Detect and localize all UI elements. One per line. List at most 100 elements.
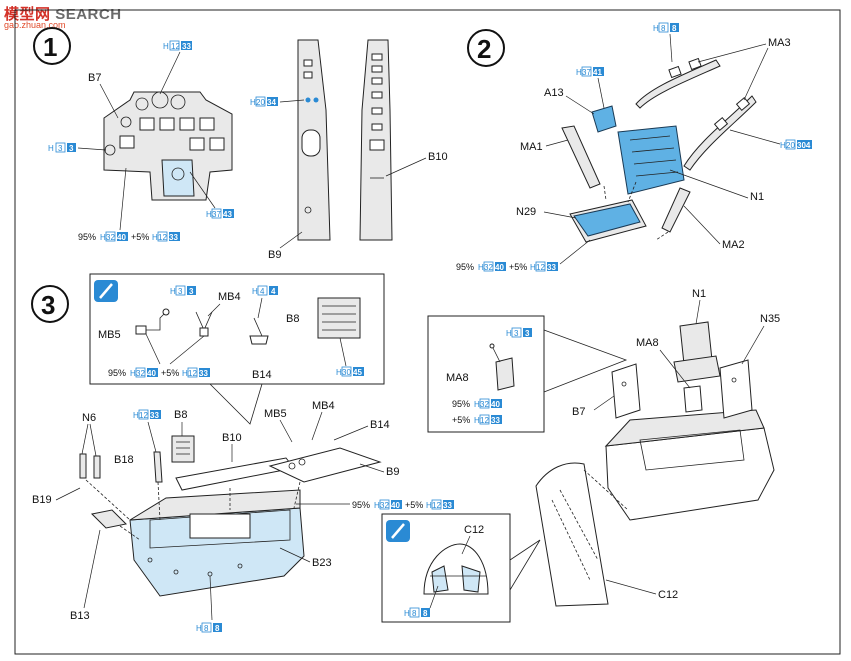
label-b8: B8 [174,409,187,421]
paint-h4-4: H 4 4 [252,285,278,296]
part-b7-instrument-panel [103,91,233,201]
svg-text:40: 40 [495,263,504,272]
svg-text:12: 12 [188,369,197,378]
label-b8-detail: B8 [286,313,299,325]
svg-text:33: 33 [491,416,500,425]
svg-text:3: 3 [178,287,183,296]
label-a13: A13 [544,87,564,99]
svg-text:H: H [130,369,136,378]
svg-text:33: 33 [547,263,556,272]
svg-text:H: H [196,624,202,633]
label-c12: C12 [658,589,678,601]
svg-text:95%: 95% [452,399,470,409]
svg-text:H: H [100,233,106,242]
svg-text:20: 20 [256,98,265,107]
step-2: 2 H 8 8 MA3 H 20 304 N1 [456,22,812,272]
svg-text:41: 41 [593,68,602,77]
step-1: 1 B7 H 12 33 H 3 3 H [33,27,448,261]
part-b13 [90,509,128,529]
label-ma8: MA8 [636,337,659,349]
svg-text:3: 3 [189,287,194,296]
paint-mix-step3-detail: 95% H 32 40 +5% H 12 33 [108,367,210,378]
step-1-number: 1 [43,32,57,62]
label-ma8-detail: MA8 [446,372,469,384]
step-3-circle [31,285,69,323]
part-c12-panel [535,462,609,607]
svg-text:H: H [576,68,582,77]
paint-prefix: H [163,42,169,51]
svg-text:34: 34 [267,98,276,107]
label-ma3: MA3 [768,37,791,49]
svg-text:+5%: +5% [161,368,179,378]
step-2-circle [467,29,505,67]
paint-h8-8-step3: H 8 8 [196,622,222,633]
svg-text:+5%: +5% [405,500,423,510]
part-ma1-belt [561,125,601,189]
label-mb5: MB5 [264,408,287,420]
svg-text:33: 33 [182,42,191,51]
label-b23: B23 [312,557,332,569]
label-b19: B19 [32,494,52,506]
paint-mix-ma8: 95% H 32 40 +5% H 12 33 [452,398,502,425]
svg-text:32: 32 [480,400,489,409]
svg-text:8: 8 [661,24,666,33]
label-n1: N1 [750,191,764,203]
svg-text:H: H [426,501,432,510]
svg-text:H: H [250,98,256,107]
svg-text:37: 37 [212,210,221,219]
part-c12-detail [423,543,489,595]
svg-text:H: H [252,287,258,296]
svg-text:H: H [404,609,410,618]
part-mb5-detail [135,308,170,335]
part-ma8-detail [489,343,515,391]
svg-text:12: 12 [536,263,545,272]
svg-text:95%: 95% [352,500,370,510]
paint-h12-33-step3: H 12 33 [133,409,161,420]
paint-h12-33-step1: H 12 33 [163,40,192,51]
svg-text:H: H [336,368,342,377]
paint-mix-step2: 95% H 32 40 +5% H 12 33 [456,261,558,272]
svg-text:32: 32 [106,233,115,242]
watermark-url: gao.zhuan.com [4,20,66,30]
svg-text:H: H [206,210,212,219]
svg-text:40: 40 [147,369,156,378]
paint-h20-34: H 20 34 [250,96,278,107]
svg-text:33: 33 [443,501,452,510]
svg-text:12: 12 [432,501,441,510]
label-c12-detail: C12 [464,524,484,536]
label-mb5-detail: MB5 [98,329,121,341]
svg-text:H: H [780,141,786,150]
part-n1-seat-back [617,125,685,195]
part-b18 [153,451,163,483]
svg-text:H: H [170,287,176,296]
svg-text:H: H [374,501,380,510]
step-1-circle [33,27,71,65]
svg-text:H: H [133,411,139,420]
label-b10-step3: B10 [222,432,242,444]
part-b9-floor [268,447,382,483]
svg-text:3: 3 [525,329,530,338]
svg-text:95%: 95% [108,368,126,378]
svg-text:32: 32 [484,263,493,272]
svg-text:+5%: +5% [452,415,470,425]
paint-h20-304: H 20 304 [780,139,812,150]
svg-text:H: H [478,263,484,272]
part-b23-cockpit-tub [129,489,305,597]
svg-text:H: H [530,263,536,272]
svg-text:4: 4 [271,287,276,296]
svg-text:3: 3 [69,144,74,153]
svg-text:8: 8 [204,624,209,633]
step-3: 3 MB5 MB4 H 3 3 95% H 32 40 +5% H [31,273,780,633]
svg-text:37: 37 [582,68,591,77]
svg-text:12: 12 [158,233,167,242]
label-mb4-detail: MB4 [218,291,241,303]
label-n35: N35 [760,313,780,325]
label-b14-detail: B14 [252,369,272,381]
svg-text:45: 45 [353,368,362,377]
part-b14-detail [249,317,269,345]
svg-text:32: 32 [380,501,389,510]
svg-text:33: 33 [169,233,178,242]
step-3-number: 3 [41,290,55,320]
paint-h37-41: H 37 41 [576,66,604,77]
label-ma2: MA2 [722,239,745,251]
